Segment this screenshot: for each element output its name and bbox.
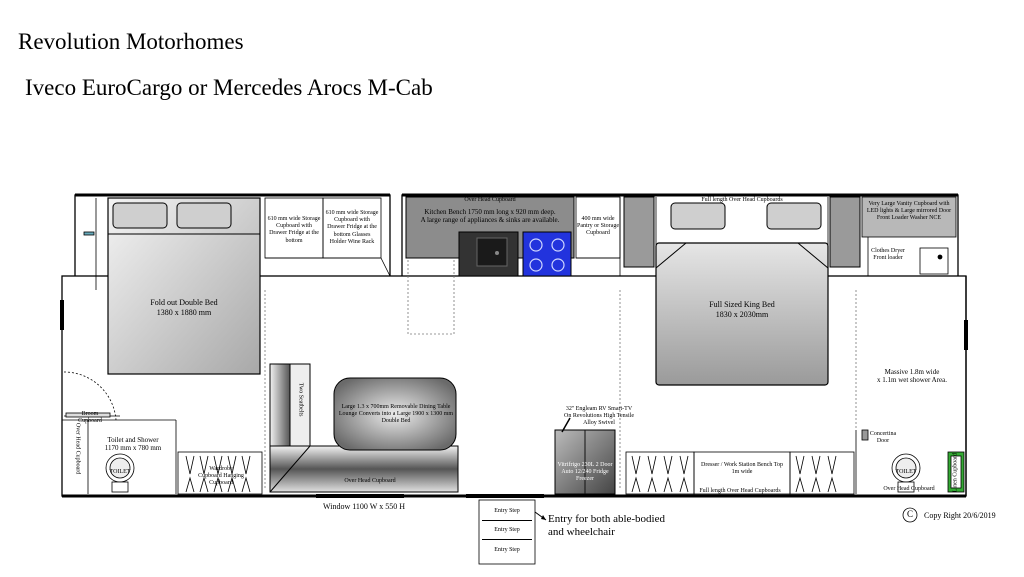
vanity-label: Very Large Vanity Cupboard with LED ligh… [866,201,952,222]
toilet-shower-label: Toilet and Shower 1170 mm x 780 mm [104,436,162,453]
pantry-label: 400 mm wide Pantry or Storage Cupboard [577,216,619,237]
copyright-symbol: C [906,509,913,519]
kitchen-bench-label: Kitchen Bench 1750 mm long x 920 mm deep… [420,208,560,225]
dining-table-label: Large 1.3 x 700mm Removable Dining Table… [338,404,454,425]
concertina-door-label: Concertina Door [869,431,897,445]
dresser-label: Dresser / Work Station Bench Top 1m wide [700,462,784,476]
toilet-right-label: TOILET [895,469,917,475]
entry-step-1: Entry Step [482,502,532,521]
full-length-overhead-bottom-label: Full length Over Head Cupboards [699,488,781,494]
page-title: Revolution Motorhomes [18,29,244,54]
overhead-cupboard-bottom-mid-label: Over Head Cupboard [344,478,396,484]
storage-cupboard-2-label: 610 mm wide Storage Cupboard with Drawer… [325,210,379,245]
kitchen-bench [405,196,575,277]
wardrobe-label: Wardrobe Cupboard Hanging Cupboard [198,466,244,487]
broom-cupboard-label: Broom Cupboard [78,411,102,425]
tv-swivel-arm [561,417,571,433]
copyright-label: Copy Right 20/6/2019 [924,511,996,520]
shower-area-label: Massive 1.8m wide x 1.1m wet shower Area… [877,368,947,385]
entry-step-2: Entry Step [482,521,532,540]
entry-note: Entry for both able-bodied and wheelchai… [548,513,665,539]
overhead-cupboard-top-label: Over Head Cupboard [464,197,516,203]
fridge-freezer [554,429,616,495]
fold-out-bed-label: Fold out Double Bed 1380 x 1880 mm [150,298,218,317]
storage-cupboard-1-label: 610 mm wide Storage Cupboard with Drawer… [267,216,321,244]
toilet-shower-room [87,420,177,494]
page-subtitle: Iveco EuroCargo or Mercedes Arocs M-Cab [25,75,433,100]
l-shaped-lounge [269,363,459,493]
entry-steps [478,499,536,565]
king-bed [623,196,861,386]
overhead-cupboard-bottom-right-label: Over Head Cupboard [883,486,935,492]
entry-step-3: Entry Step [494,547,520,553]
king-bed-label: Full Sized King Bed 1830 x 2030mm [709,300,775,319]
fridge-label: Vitrifrigo 230L 2 Door Auto 12/240 Fridg… [557,462,613,483]
seatbelts-label: Two Seatbelts [297,382,304,417]
full-length-overhead-top-label: Full length Over Head Cupboards [701,197,783,203]
linen-cupboard-label: Linen Cupboard [952,453,959,493]
tv-label: 32" Engleam RV Smart-TV On Revolutions H… [564,406,634,427]
copyright-icon [902,507,918,523]
window-label: Window 1100 W x 550 H [323,502,405,511]
fold-out-double-bed [107,197,261,375]
clothes-dryer-label: Clothes Dryer Front loader [871,248,905,262]
wardrobe-left [177,451,263,495]
toilet-left-label: TOILET [109,469,131,475]
